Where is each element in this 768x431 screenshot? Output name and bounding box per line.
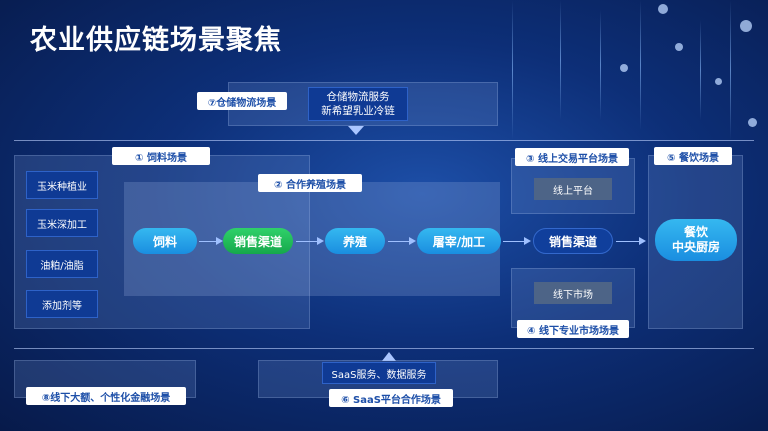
- flow-arrow: [388, 237, 416, 245]
- flow-breeding: 养殖: [325, 228, 385, 254]
- scene-8-label: ⑧线下大额、个性化金融场景: [26, 387, 186, 405]
- light-stream-decoration: [640, 0, 641, 130]
- dot-decoration: [715, 78, 722, 85]
- online-platform-box: 线上平台: [534, 178, 612, 200]
- catering-line1: 餐饮: [683, 225, 708, 239]
- flow-arrow: [616, 237, 646, 245]
- flow-arrow: [296, 237, 324, 245]
- dot-decoration: [675, 43, 683, 51]
- scene-6-label: ⑥ SaaS平台合作场景: [329, 389, 453, 407]
- warehouse-service-line1: 仓储物流服务: [326, 91, 390, 103]
- scene-5-label: ⑤ 餐饮场景: [654, 147, 732, 165]
- scene-1-label: ① 饲料场景: [112, 147, 210, 165]
- raw-material-corn-processing: 玉米深加工: [26, 209, 98, 237]
- scene-2-label: ② 合作养殖场景: [258, 174, 362, 192]
- light-stream-decoration: [730, 0, 731, 140]
- down-arrow-icon: [348, 126, 364, 135]
- scene-3-label: ③ 线上交易平台场景: [515, 148, 629, 166]
- dot-decoration: [620, 64, 628, 72]
- raw-material-oil-meal: 油粕/油脂: [26, 250, 98, 278]
- light-stream-decoration: [700, 20, 701, 120]
- up-arrow-icon: [382, 352, 396, 361]
- light-stream-decoration: [560, 0, 561, 120]
- warehouse-service-line2: 新希望乳业冷链: [321, 105, 395, 117]
- light-stream-decoration: [512, 0, 513, 140]
- light-stream-decoration: [600, 10, 601, 120]
- flow-slaughter: 屠宰/加工: [417, 228, 501, 254]
- scene-4-label: ④ 线下专业市场场景: [517, 320, 629, 338]
- saas-service-box: SaaS服务、数据服务: [322, 362, 436, 384]
- page-title: 农业供应链场景聚焦: [30, 25, 282, 56]
- warehouse-service-box: 仓储物流服务 新希望乳业冷链: [308, 87, 408, 121]
- flow-catering: 餐饮 中央厨房: [655, 219, 737, 261]
- bottom-divider: [14, 348, 754, 349]
- dot-decoration: [748, 118, 757, 127]
- raw-material-additives: 添加剂等: [26, 290, 98, 318]
- offline-market-box: 线下市场: [534, 282, 612, 304]
- flow-arrow: [503, 237, 531, 245]
- scene-7-label: ⑦仓储物流场景: [197, 92, 287, 110]
- flow-sales-channel-1: 销售渠道: [223, 228, 293, 254]
- flow-sales-channel-2: 销售渠道: [533, 228, 613, 254]
- top-divider: [14, 140, 754, 141]
- flow-arrow: [199, 237, 223, 245]
- dot-decoration: [658, 4, 668, 14]
- catering-line2: 中央厨房: [671, 240, 720, 254]
- flow-feed: 饲料: [133, 228, 197, 254]
- raw-material-corn-planting: 玉米种植业: [26, 171, 98, 199]
- dot-decoration: [740, 20, 752, 32]
